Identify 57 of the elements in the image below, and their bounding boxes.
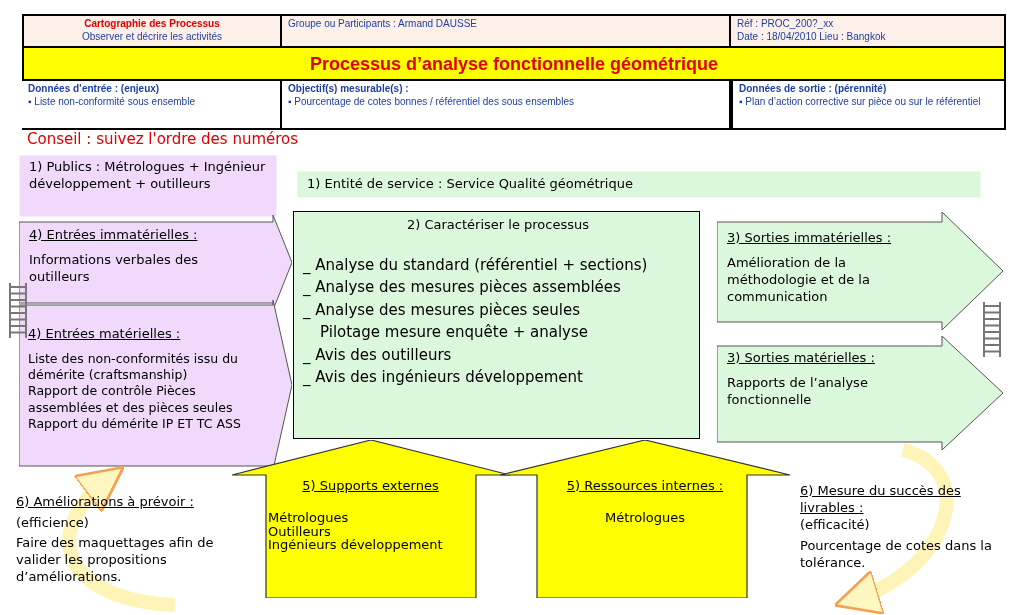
- node-heading: Processus d’analyse fonctionnelle géométrique: [308, 53, 720, 76]
- node-heading: Groupe ou Participants : Armand DAUSSE: [288, 18, 478, 31]
- node-text: _ Analyse du standard (référentiel + sections): [303, 255, 649, 276]
- node-text: ▪ Pourcentage de cotes bonnes / référentiel des sous ensembles: [288, 95, 575, 108]
- text-box: [19, 155, 277, 217]
- node-text: ▪ Liste non-conformité sous ensemble: [28, 95, 196, 108]
- body-text: (efficacité): [800, 517, 871, 534]
- node-text: Rapports de l’analyse fonctionnelle: [727, 374, 869, 409]
- section-heading: 6) Mesure du succès des livrables :: [800, 483, 962, 517]
- node-heading: Données d’entrée : (enjeux): [28, 83, 161, 96]
- node-heading: 1) Entité de service : Service Qualité géométrique: [307, 176, 634, 193]
- node-heading: 2) Caractériser le processus: [406, 217, 590, 234]
- header-cell: [22, 14, 282, 48]
- node-text: _ Analyse des mesures pièces seules: [303, 300, 581, 321]
- node-text: Liste des non-conformités issu du démérite (craftsmanship): [28, 350, 240, 384]
- node-text: _ Analyse des mesures pièces assemblées: [303, 278, 622, 298]
- node-heading: 1) Publics : Métrologues + Ingénieur développement + outilleurs: [29, 159, 267, 193]
- node-heading: Cartographie des Processus: [83, 18, 221, 31]
- node-text: Amélioration de la méthodologie et de la communication: [727, 254, 871, 306]
- node-heading: 5) Supports externes: [301, 478, 440, 495]
- node-text: Pilotage mesure enquête + analyse: [319, 323, 589, 343]
- node-text: Outilleurs: [268, 524, 331, 539]
- node-text: ▪ Plan d’action corrective sur pièce ou sur le référentiel: [739, 95, 982, 108]
- header-cell: [731, 81, 1006, 130]
- body-text: Pourcentage de cotes dans la tolérance.: [800, 538, 993, 572]
- node-heading: 5) Ressources internes :: [565, 478, 725, 495]
- header-cell: [22, 81, 282, 130]
- node-text: Date : 18/04/2010 Lieu : Bangkok: [737, 30, 887, 43]
- node-text: Rapport du démérite IP ET TC ASS: [28, 415, 242, 433]
- note-text: Conseil : suivez l'ordre des numéros: [27, 130, 300, 150]
- body-text: Faire des maquettages afin de valider les propositions d’améliorations.: [16, 535, 215, 586]
- node-heading: 3) Sorties immatérielles :: [727, 230, 893, 247]
- header-cell: [731, 14, 1006, 48]
- node-heading: Objectif(s) mesurable(s) :: [288, 83, 410, 96]
- node-text: Observer et décrire les activités: [80, 30, 224, 43]
- node-text: Ingénieurs développement: [268, 538, 444, 552]
- up-arrow-shape: [500, 440, 790, 598]
- body-text: (efficience): [16, 515, 90, 532]
- node-heading: Données de sortie : (pérennité): [739, 83, 888, 96]
- text-box: [293, 211, 700, 439]
- title-banner: [22, 48, 1006, 81]
- node-text: Métrologues: [268, 510, 350, 525]
- right-arrow-shape: [717, 336, 1003, 450]
- header-cell: [282, 81, 731, 130]
- right-arrow-shape: [717, 212, 1003, 330]
- right-arrow-shape: [19, 300, 292, 470]
- node-text: Métrologues: [603, 510, 687, 525]
- header-cell: [282, 14, 731, 48]
- node-heading: 4) Entrées immatérielles :: [29, 227, 199, 244]
- node-heading: 3) Sorties matérielles :: [727, 350, 876, 367]
- node-text: _ Avis des ingénieurs développement: [303, 368, 584, 388]
- node-heading: Réf : PROC_200?_xx: [737, 18, 835, 31]
- node-heading: 4) Entrées matérielles :: [28, 326, 182, 343]
- text-box: [297, 171, 981, 198]
- node-text: Informations verbales des outilleurs: [29, 251, 199, 286]
- node-text: _ Avis des outilleurs: [303, 345, 453, 366]
- node-text: Rapport de contrôle Pièces assemblées et des pièces seules: [28, 383, 234, 416]
